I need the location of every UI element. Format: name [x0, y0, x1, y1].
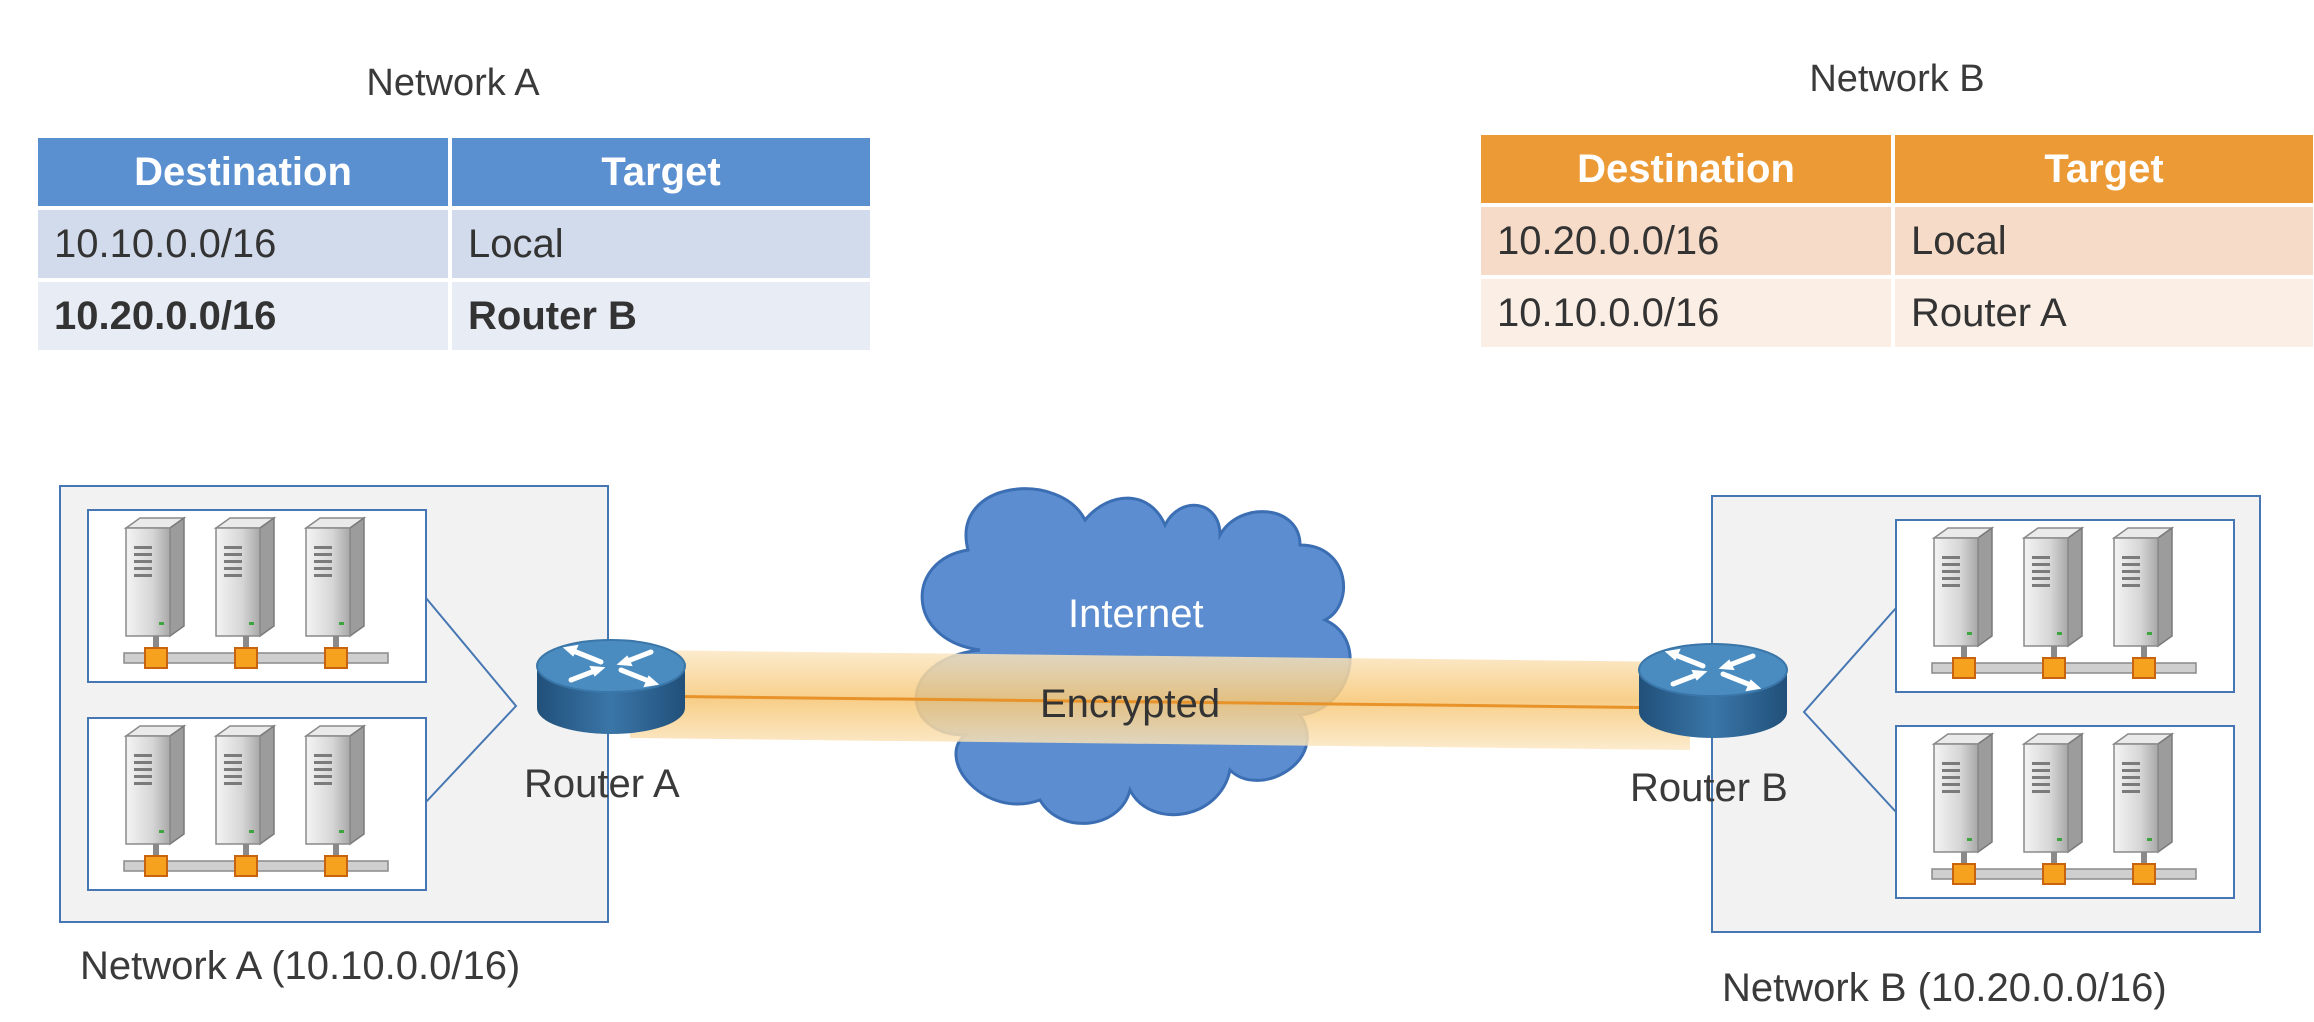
network-b-route-table: Destination Target 10.20.0.0/16 Local 10…	[1477, 131, 2314, 351]
target-cell: Local	[452, 210, 870, 278]
network-a-route-table: Destination Target 10.10.0.0/16 Local 10…	[34, 134, 874, 354]
table-header-row: Destination Target	[38, 138, 870, 206]
tunnel-label: Encrypted	[1040, 682, 1221, 726]
network-a-table-title: Network A	[366, 62, 540, 104]
connector-line	[425, 597, 518, 803]
network-a-label: Network A (10.10.0.0/16)	[80, 944, 521, 988]
table-header-row: Destination Target	[1481, 135, 2313, 203]
router-b-label: Router B	[1630, 766, 1788, 810]
tunnel-line	[629, 694, 1691, 710]
destination-cell: 10.20.0.0/16	[1481, 207, 1891, 275]
network-a-group	[59, 485, 609, 923]
vpn-tunnel	[630, 650, 1690, 750]
server-rack-icon	[88, 510, 426, 682]
destination-header: Destination	[38, 138, 448, 206]
table-row: 10.10.0.0/16 Local	[38, 210, 870, 278]
server-rack-icon	[1896, 726, 2234, 898]
destination-cell: 10.10.0.0/16	[38, 210, 448, 278]
table-row: 10.10.0.0/16 Router A	[1481, 279, 2313, 347]
network-b-group	[1711, 495, 2261, 933]
server-rack-icon	[1896, 520, 2234, 692]
internet-label: Internet	[1068, 592, 1204, 636]
target-cell: Router B	[452, 282, 870, 350]
network-b-table-title: Network B	[1809, 58, 1985, 100]
target-cell: Local	[1895, 207, 2313, 275]
target-header: Target	[452, 138, 870, 206]
server-rack-icon	[88, 718, 426, 890]
router-icon	[537, 640, 685, 734]
table-row: 10.20.0.0/16 Local	[1481, 207, 2313, 275]
connector-line	[1802, 607, 1897, 813]
network-b-label: Network B (10.20.0.0/16)	[1722, 966, 2167, 1010]
destination-header: Destination	[1481, 135, 1891, 203]
target-header: Target	[1895, 135, 2313, 203]
target-cell: Router A	[1895, 279, 2313, 347]
router-icon	[1639, 644, 1787, 738]
destination-cell: 10.20.0.0/16	[38, 282, 448, 350]
table-row: 10.20.0.0/16 Router B	[38, 282, 870, 350]
destination-cell: 10.10.0.0/16	[1481, 279, 1891, 347]
router-a-label: Router A	[524, 762, 680, 806]
